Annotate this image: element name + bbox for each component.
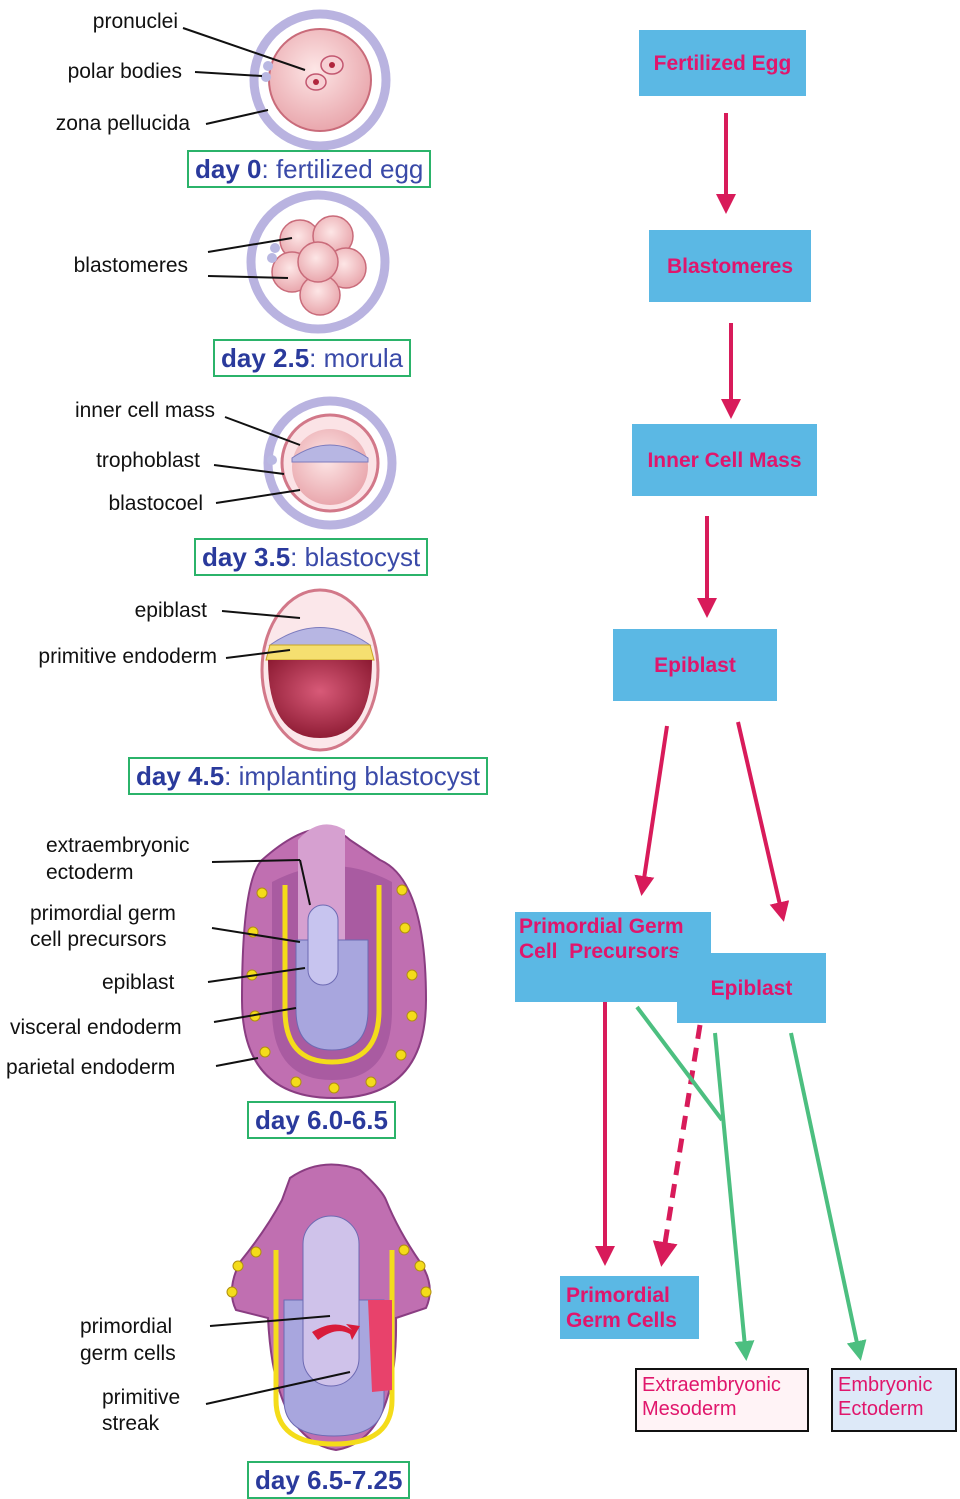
emb-ectoderm-line1: Embryonic <box>838 1373 950 1397</box>
box-embryonic-ectoderm: Embryonic Ectoderm <box>831 1368 957 1432</box>
caption-day-0: day 0: fertilized egg <box>187 150 431 188</box>
germ-cells-label: germ cells <box>80 1342 176 1365</box>
dashed-arrow-epiblast-to-pgc <box>662 1025 700 1262</box>
blastomeres-label: blastomeres <box>74 254 188 277</box>
box-epiblast-text: Epiblast <box>654 653 736 678</box>
caption-day: day 4.5 <box>136 761 224 791</box>
epiblast-label: epiblast <box>135 599 208 622</box>
primitive-label: primitive <box>102 1386 180 1409</box>
implanting-blastocyst-illustration <box>262 590 378 750</box>
trophoblast-label: trophoblast <box>96 449 200 472</box>
green-arrow-to-extra-mesoderm <box>715 1033 746 1357</box>
caption-day-4-5: day 4.5: implanting blastocyst <box>128 757 488 795</box>
box-extraembryonic-mesoderm: Extraembryonic Mesoderm <box>635 1368 809 1432</box>
caption-day: day 0 <box>195 154 262 184</box>
caption-day: day 6.5-7.25 <box>255 1465 402 1495</box>
box-blastomeres-text: Blastomeres <box>667 254 793 279</box>
emb-ectoderm-line2: Ectoderm <box>838 1397 950 1421</box>
caption-day-6-5-7-25: day 6.5-7.25 <box>247 1461 410 1499</box>
caption-day: day 2.5 <box>221 343 309 373</box>
polar-bodies-label: polar bodies <box>68 60 182 83</box>
box-fertilized-egg-text: Fertilized Egg <box>654 51 792 76</box>
caption-day-2-5: day 2.5: morula <box>213 339 411 377</box>
box-epiblast-2: Epiblast <box>677 953 826 1023</box>
caption-desc: : fertilized egg <box>262 154 424 184</box>
box-blastomeres: Blastomeres <box>649 230 811 302</box>
ectoderm-label: ectoderm <box>46 861 134 884</box>
box-inner-cell-mass-text: Inner Cell Mass <box>647 448 801 473</box>
visceral-endoderm-label: visceral endoderm <box>10 1016 182 1039</box>
caption-day-6-0-6-5: day 6.0-6.5 <box>247 1101 396 1139</box>
extra-mesoderm-line2: Mesoderm <box>642 1397 802 1421</box>
fertilized-egg-illustration <box>254 14 386 146</box>
caption-desc: : blastocyst <box>290 542 420 572</box>
pronuclei-label: pronuclei <box>93 10 178 33</box>
blastocoel-label: blastocoel <box>108 492 203 515</box>
epiblast-label-2: epiblast <box>102 971 175 994</box>
egg-cylinder-illustration <box>242 824 426 1098</box>
morula-illustration <box>251 195 385 329</box>
caption-day: day 6.0-6.5 <box>255 1105 388 1135</box>
cell-precursors-label: cell precursors <box>30 928 167 951</box>
zona-pellucida-label: zona pellucida <box>56 112 191 135</box>
caption-day: day 3.5 <box>202 542 290 572</box>
caption-desc: : morula <box>309 343 403 373</box>
parietal-endoderm-label: parietal endoderm <box>6 1056 175 1079</box>
box-pgc-precursors-line2: Cell Precursors <box>519 939 680 964</box>
box-epiblast: Epiblast <box>613 629 777 701</box>
caption-day-3-5: day 3.5: blastocyst <box>194 538 428 576</box>
box-inner-cell-mass: Inner Cell Mass <box>632 424 817 496</box>
primitive-streak-illustration <box>227 1165 431 1450</box>
caption-desc: : implanting blastocyst <box>224 761 480 791</box>
box-fertilized-egg: Fertilized Egg <box>639 30 806 96</box>
blastocyst-illustration <box>267 401 392 525</box>
primitive-endoderm-label: primitive endoderm <box>38 645 217 668</box>
box-pgc-line2: Germ Cells <box>566 1308 677 1333</box>
arrow-epiblast-to-epiblast2 <box>738 722 783 918</box>
box-primordial-germ-cells: Primordial Germ Cells <box>560 1276 699 1339</box>
box-pgc-line1: Primordial <box>566 1283 670 1308</box>
green-arrow-to-emb-ectoderm <box>791 1033 860 1357</box>
streak-label: streak <box>102 1412 160 1435</box>
extra-mesoderm-line1: Extraembryonic <box>642 1373 802 1397</box>
primordial-label: primordial <box>80 1315 172 1338</box>
arrow-epiblast-to-pgc-precursors <box>642 726 667 892</box>
box-epiblast-2-text: Epiblast <box>711 976 793 1001</box>
primordial-germ-label: primordial germ <box>30 902 176 925</box>
box-pgc-precursors-line1: Primordial Germ <box>519 914 684 939</box>
extraembryonic-label: extraembryonic <box>46 834 190 857</box>
green-arrow-precursors <box>637 1007 722 1120</box>
inner-cell-mass-label: inner cell mass <box>75 399 215 422</box>
